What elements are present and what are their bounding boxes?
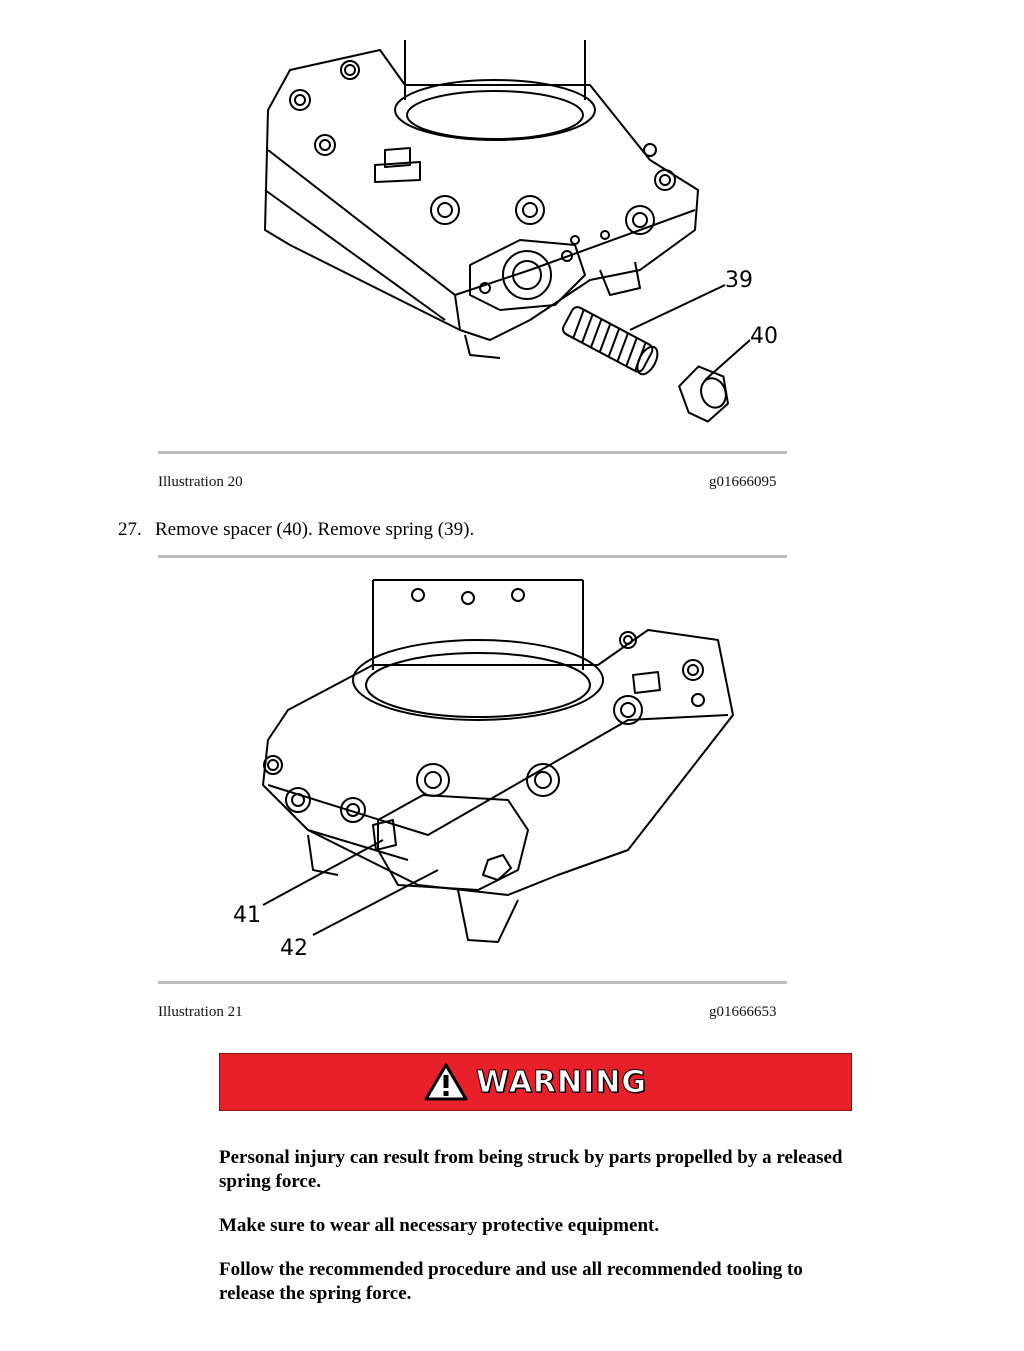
callout-40: 40 bbox=[750, 324, 778, 349]
callout-39: 39 bbox=[725, 268, 753, 293]
warning-paragraph-2: Make sure to wear all necessary protecti… bbox=[219, 1215, 660, 1236]
figure-21-code: g01666653 bbox=[709, 1004, 777, 1020]
warning-banner: WARNING bbox=[219, 1053, 852, 1111]
warning-paragraph-3: Follow the recommended procedure and use… bbox=[219, 1259, 803, 1304]
step-text: Remove spacer (40). Remove spring (39). bbox=[155, 519, 475, 540]
warning-triangle-icon bbox=[424, 1063, 468, 1101]
warning-paragraph-1: Personal injury can result from being st… bbox=[219, 1147, 843, 1192]
callout-41: 41 bbox=[233, 903, 261, 928]
illustration-20-drawing: 39 40 bbox=[264, 40, 778, 423]
figure-21-caption: Illustration 21 bbox=[158, 1004, 243, 1020]
figure-21-top-rule bbox=[158, 555, 787, 558]
figure-20-code: g01666095 bbox=[709, 474, 777, 490]
warning-label: WARNING bbox=[475, 1064, 648, 1100]
callout-42: 42 bbox=[280, 936, 308, 961]
figure-20-caption: Illustration 20 bbox=[158, 474, 243, 490]
figure-20-rule bbox=[158, 451, 787, 454]
illustration-21-drawing: 41 42 bbox=[233, 579, 734, 961]
figure-21-rule bbox=[158, 981, 787, 984]
step-number: 27. bbox=[118, 519, 142, 540]
